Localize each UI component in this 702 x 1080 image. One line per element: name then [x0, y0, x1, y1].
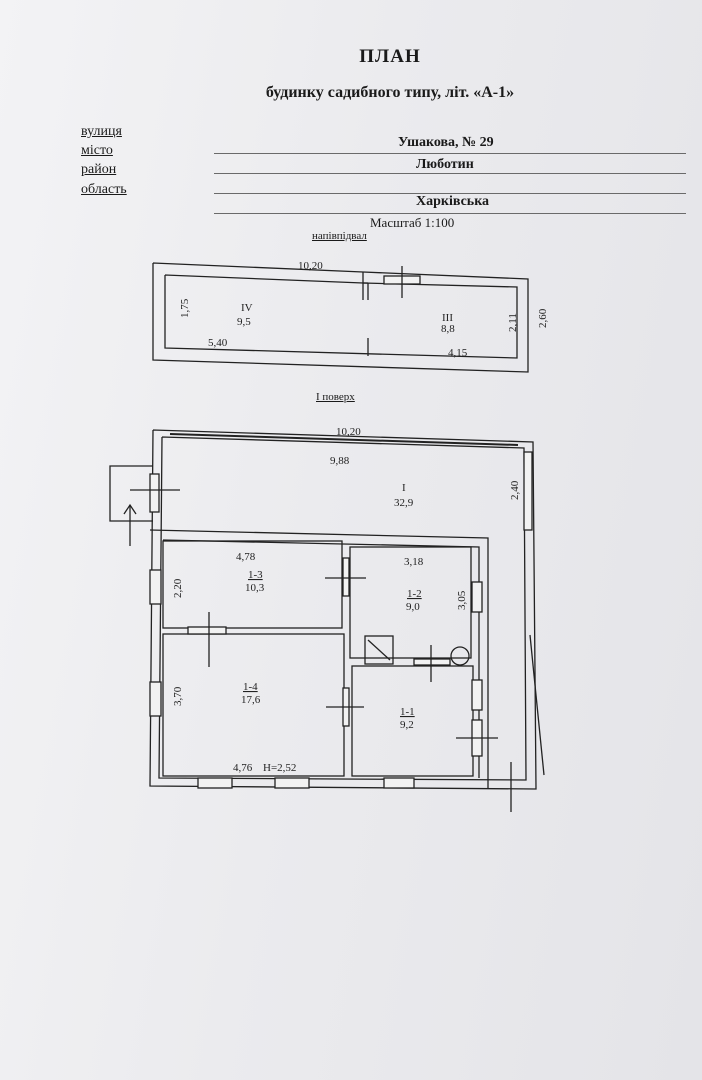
scale-note: Масштаб 1:100	[370, 215, 455, 230]
floor1-plan	[109, 429, 545, 812]
basement-plan	[152, 262, 529, 373]
basement-height-label: 2,60	[537, 308, 549, 328]
floor1-width-label: 10,20	[336, 426, 361, 438]
document-subtitle: будинку садибного типу, літ. «А-1»	[265, 84, 515, 101]
stove-icon	[364, 635, 394, 665]
basement-section-label: напівпідвал	[312, 230, 367, 242]
street-value: Ушакова, № 29	[398, 135, 494, 150]
region-value: Харківська	[416, 194, 490, 209]
city-value: Люботин	[416, 157, 474, 172]
room-1-2-dim-w: 3,18	[404, 556, 424, 568]
room-1-1-id: 1-1	[400, 706, 415, 718]
room-1-3-id: 1-3	[248, 569, 263, 581]
floor1-section-label: I поверх	[316, 391, 355, 403]
region-line	[214, 213, 686, 214]
room-iv-dim-h: 1,75	[179, 298, 191, 318]
room-1-3-dim-h: 2,20	[172, 578, 184, 598]
basement-width-label: 10,20	[298, 260, 323, 272]
city-label: місто	[81, 143, 113, 158]
room-1-4-dim-h: 3,70	[172, 686, 184, 706]
district-line	[214, 193, 686, 194]
region-label: область	[81, 182, 127, 197]
room-1-3-area: 10,3	[245, 582, 265, 594]
room-i-id: I	[402, 482, 406, 494]
room-i-dim-w: 9,88	[330, 455, 350, 467]
room-iii-dim-h: 2,11	[507, 313, 519, 332]
room-iii-id: III	[442, 312, 453, 324]
room-1-4-id: 1-4	[243, 681, 258, 693]
city-line	[214, 173, 686, 174]
room-iii-area: 8,8	[441, 323, 455, 335]
street-line	[214, 153, 686, 154]
room-1-2-area: 9,0	[406, 601, 420, 613]
room-i-dim-h: 2,40	[509, 480, 521, 500]
room-1-4-dim-w: 4,76	[233, 762, 253, 774]
room-iv-area: 9,5	[237, 316, 251, 328]
room-1-4-area: 17,6	[241, 694, 261, 706]
room-1-1-area: 9,2	[400, 719, 414, 731]
room-1-2-dim-h: 3,05	[456, 590, 468, 610]
room-iv-dim-w: 5,40	[208, 337, 228, 349]
document-title: ПЛАН	[359, 46, 421, 67]
district-label: район	[81, 162, 117, 177]
boiler-icon	[450, 646, 470, 666]
room-1-2-id: 1-2	[407, 588, 422, 600]
room-iii-dim-w: 4,15	[448, 347, 468, 359]
street-label: вулиця	[81, 124, 122, 139]
room-iv-id: IV	[241, 302, 253, 314]
room-1-3-dim-w: 4,78	[236, 551, 256, 563]
floor-height-note: H=2,52	[263, 762, 296, 774]
room-i-area: 32,9	[394, 497, 414, 509]
